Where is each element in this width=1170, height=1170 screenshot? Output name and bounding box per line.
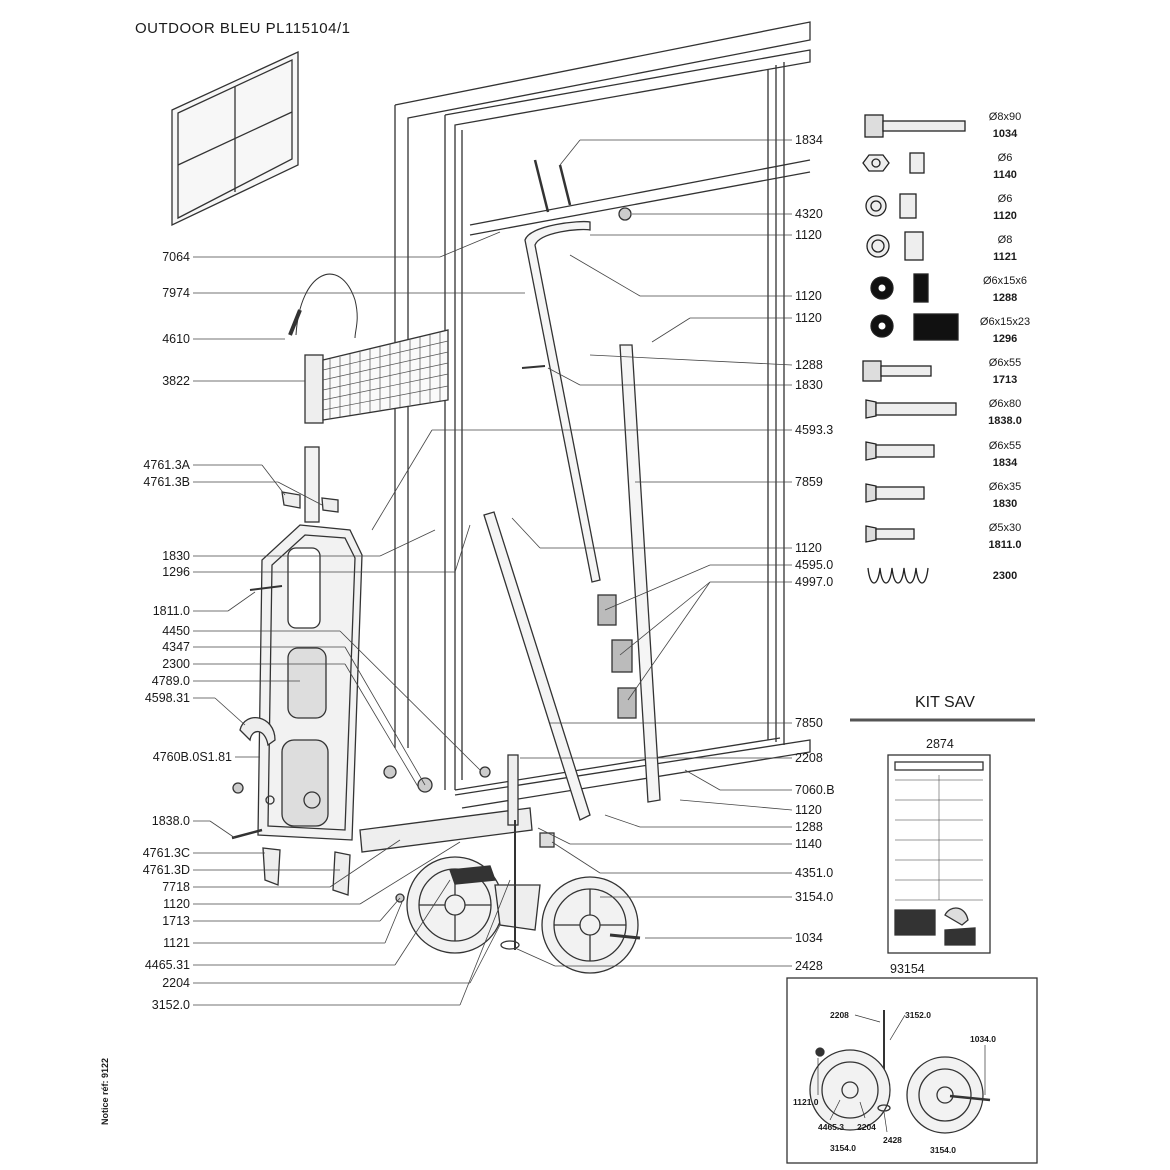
part-label: 3154.0	[795, 890, 834, 904]
part-label: 4351.0	[795, 866, 834, 880]
inset-label: 1121.0	[793, 1097, 819, 1107]
part-label: 4465.31	[144, 958, 190, 972]
part-label: 1120	[795, 541, 822, 555]
document-title: OUTDOOR BLEU PL115104/1	[135, 20, 351, 37]
hardware-item: 2300	[992, 570, 1018, 582]
part-label: 1811.0	[152, 604, 190, 618]
part-label: 1120	[795, 803, 822, 817]
part-label: 4761.3D	[142, 863, 190, 877]
table-thumbnail-icon	[171, 50, 299, 227]
part-label: 1713	[162, 914, 190, 928]
part-label: 7064	[162, 250, 190, 264]
tube-7859	[524, 220, 661, 803]
part-label: 7974	[162, 286, 190, 300]
part-label: 4593.3	[795, 423, 834, 437]
hardware-icons	[862, 114, 966, 584]
inset-label: 1034.0	[970, 1034, 996, 1044]
net-icon	[304, 329, 449, 424]
part-label: 7859	[795, 475, 823, 489]
part-label: 3152.0	[151, 998, 190, 1012]
table-top-frame	[394, 21, 811, 809]
part-label: 2208	[795, 751, 823, 765]
part-label: 2428	[795, 959, 823, 973]
part-label: 1120	[163, 897, 190, 911]
part-label: 4761.3C	[142, 846, 190, 860]
part-label: 4610	[162, 332, 190, 346]
part-label: 4320	[795, 207, 823, 221]
inset-label: 4465.3	[818, 1122, 844, 1132]
part-label: 1296	[162, 565, 190, 579]
part-label: 1838.0	[151, 814, 190, 828]
part-label: 1120	[795, 228, 822, 242]
part-label: 7850	[795, 716, 823, 730]
part-label: 2204	[162, 976, 190, 990]
part-label: 3822	[162, 374, 190, 388]
part-label: 1121	[163, 936, 190, 950]
tube-7850	[483, 511, 591, 821]
kit-sheet-icon	[887, 754, 991, 954]
part-label: 1034	[795, 931, 823, 945]
part-label: 1140	[795, 837, 822, 851]
inset-label: 3154.0	[830, 1143, 856, 1153]
inset-label: 2428	[883, 1135, 902, 1145]
part-label: 1120	[795, 289, 822, 303]
part-label: 4761.3A	[143, 458, 190, 472]
part-label: 4761.3B	[143, 475, 190, 489]
kit-number: 2874	[926, 737, 954, 751]
part-label: 1120	[795, 311, 822, 325]
part-label: 4595.0	[795, 558, 834, 572]
part-label: 1288	[795, 358, 823, 372]
inset-93154	[786, 977, 1038, 1164]
inset-label: 3154.0	[930, 1145, 956, 1155]
wheel-right-icon	[541, 876, 639, 974]
part-label: 1830	[795, 378, 823, 392]
part-label: 7718	[162, 880, 190, 894]
part-label: 4598.31	[144, 691, 190, 705]
inset-label: 2208	[830, 1010, 849, 1020]
part-label: 1830	[162, 549, 190, 563]
part-label: 2300	[162, 657, 190, 671]
part-label: 4347	[162, 640, 190, 654]
inset-number: 93154	[890, 962, 925, 976]
part-label: 4450	[162, 624, 190, 638]
leg-panel	[232, 524, 363, 841]
part-label: 7060.B	[795, 783, 835, 797]
kit-title: KIT SAV	[915, 694, 975, 711]
part-label: 4997.0	[795, 575, 834, 589]
part-label: 1288	[795, 820, 823, 834]
inset-label: 3152.0	[905, 1010, 931, 1020]
part-label: 4760B.0S1.81	[152, 750, 232, 764]
inset-label: 2204	[857, 1122, 876, 1132]
part-label: 1834	[795, 133, 823, 147]
part-label: 4789.0	[151, 674, 190, 688]
notice-reference: Notice réf: 9122	[100, 1057, 110, 1125]
